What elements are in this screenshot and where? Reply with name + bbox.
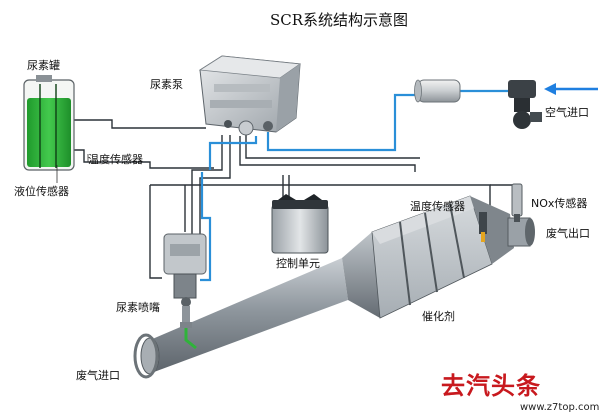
diagram-title: SCR系统结构示意图 xyxy=(270,11,409,29)
nox-sensor-graphic xyxy=(511,183,523,222)
label-urea-nozzle: 尿素喷嘴 xyxy=(116,301,160,314)
label-level-sensor: 液位传感器 xyxy=(14,185,69,198)
watermark-url: www.z7top.com xyxy=(520,402,600,413)
air-filter xyxy=(414,79,461,103)
label-temp-sensor-1: 温度传感器 xyxy=(88,153,143,166)
label-urea-pump: 尿素泵 xyxy=(150,78,183,91)
nozzle-graphic xyxy=(180,322,197,350)
label-temp-sensor-2: 温度传感器 xyxy=(410,200,465,213)
urea-tank-graphic xyxy=(23,75,75,171)
label-urea-tank: 尿素罐 xyxy=(27,59,60,72)
control-unit-graphic xyxy=(271,194,329,254)
air-valve xyxy=(508,80,542,129)
air-inlet-arrow xyxy=(544,83,598,95)
label-catalyst: 催化剂 xyxy=(422,310,455,323)
label-exhaust-inlet: 废气进口 xyxy=(76,369,120,382)
label-exhaust-outlet: 废气出口 xyxy=(546,227,590,240)
label-nox-sensor: NOx传感器 xyxy=(531,197,588,210)
wiring-lines xyxy=(72,119,516,279)
dosing-valve-graphic xyxy=(163,233,207,324)
leader-lines xyxy=(56,154,89,183)
watermark-brand: 去汽头条 xyxy=(441,372,541,400)
label-control-unit: 控制单元 xyxy=(276,257,320,270)
urea-pump-graphic xyxy=(198,55,302,136)
exhaust-system xyxy=(133,195,535,379)
label-air-inlet: 空气进口 xyxy=(545,106,589,119)
temp-sensor-2-graphic xyxy=(479,212,487,242)
